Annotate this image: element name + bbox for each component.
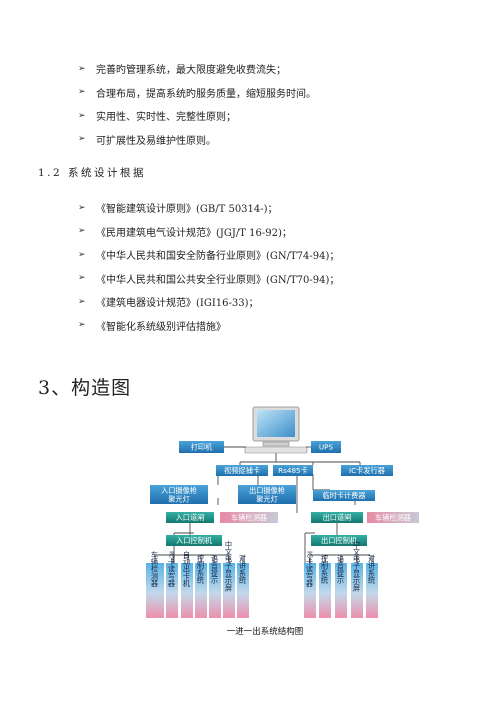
- entry-detector-label: 车辆检测器: [231, 513, 267, 522]
- arrow-bullet-icon: ➢: [78, 202, 86, 213]
- ups-label: UPS: [319, 443, 334, 452]
- chapter-heading: 3、构造图: [38, 377, 132, 399]
- ic-issuer-label: IC卡发行器: [349, 466, 385, 475]
- exit-controller-box: 出口控制机: [311, 535, 367, 546]
- list-item: ➢ 完善旳管理系统，最大限度避免收费流失；: [78, 57, 316, 81]
- list-item: ➢ 合理布局，提高系统旳服务质量，缩短服务时间。: [78, 81, 316, 105]
- printer-label: 打印机: [191, 443, 213, 452]
- list-item: ➢ 《中华人民共和国安全防备行业原则》(GN/T74-94)；: [78, 243, 339, 267]
- exit-gate-label: 出口道闸: [323, 513, 352, 522]
- entry-device-label: 中文电子显示屏: [225, 540, 234, 592]
- entry-camera-box: 入口摄像枪 聚光灯: [150, 485, 208, 504]
- rs485-label: Rs485卡: [278, 466, 308, 475]
- diagram-caption: 一进一出系统结构图: [227, 626, 304, 637]
- exit-device-label: 中文电子显示屏: [353, 540, 362, 592]
- list-item: ➢ 《民用建筑电气设计规范》(JGJ/T 16-92)；: [78, 220, 339, 244]
- arrow-bullet-icon: ➢: [78, 63, 86, 74]
- entry-detector-box: 车辆检测器: [220, 512, 278, 523]
- list-item: ➢ 可扩展性及易维护性原则。: [78, 128, 316, 152]
- arrow-bullet-icon: ➢: [78, 320, 86, 331]
- list-item-text: 实用性、实时性、完整性原则；: [96, 112, 236, 124]
- exit-device-label: 语音提示: [337, 554, 346, 584]
- exit-controller-label: 出口控制机: [321, 536, 358, 545]
- entry-device-label: 语音提示: [211, 554, 220, 584]
- list-item-text: 《民用建筑电气设计规范》(JGJ/T 16-92)；: [96, 227, 292, 239]
- list-item: ➢ 《建筑电器设计规范》(IGI16-33)；: [78, 290, 339, 314]
- arrow-bullet-icon: ➢: [78, 273, 86, 284]
- exit-device-label: IC卡读写器: [306, 551, 315, 588]
- list-item-text: 完善旳管理系统，最大限度避免收费流失；: [96, 65, 286, 77]
- computer-icon: [244, 406, 308, 454]
- section-heading: 1.2 系统设计根据: [38, 167, 147, 179]
- printer-box: 打印机: [179, 441, 224, 453]
- entry-device-label: IC卡读写器: [168, 551, 177, 588]
- entry-camera-line1: 入口摄像枪: [161, 486, 197, 495]
- entry-controller-label: 入口控制机: [176, 536, 213, 545]
- list-item-text: 合理布局，提高系统旳服务质量，缩短服务时间。: [96, 88, 316, 100]
- entry-controller-box: 入口控制机: [166, 535, 222, 546]
- exit-camera-line2: 聚光灯: [256, 495, 278, 504]
- video-card-label: 视频捉捕卡: [224, 466, 260, 475]
- entry-device-label: 控制系统: [197, 554, 206, 585]
- list-item: ➢ 《智能建筑设计原则》(GB/T 50314-)；: [78, 196, 339, 220]
- list-item: ➢ 《中华人民共和国公共安全行业原则》(GN/T70-94)；: [78, 267, 339, 291]
- list-item-text: 《智能建筑设计原则》(GB/T 50314-)；: [96, 204, 278, 216]
- entry-device-columns: 车辆检测器 IC卡读写器 自动出卡机 控制系统 语音提示 中文电子显示屏 对讲系…: [146, 540, 249, 618]
- temp-meter-box: 临时卡计费器: [313, 490, 375, 501]
- exit-device-label: 对讲系统: [368, 554, 377, 585]
- arrow-bullet-icon: ➢: [78, 110, 86, 121]
- exit-camera-box: 出口摄像枪 聚光灯: [238, 485, 296, 504]
- entry-device-label: 对讲系统: [239, 554, 248, 585]
- list-item-text: 《中华人民共和国安全防备行业原则》(GN/T74-94)；: [96, 251, 340, 263]
- arrow-bullet-icon: ➢: [78, 249, 86, 260]
- list-item-text: 《建筑电器设计规范》(IGI16-33)；: [96, 298, 259, 310]
- entry-device-label: 车辆检测器: [151, 550, 160, 588]
- entry-gate-label: 入口道闸: [176, 513, 205, 522]
- arrow-bullet-icon: ➢: [78, 226, 86, 237]
- video-card-box: 视频捉捕卡: [216, 465, 268, 476]
- exit-device-label: 控制系统: [321, 554, 330, 585]
- reference-list: ➢ 《智能建筑设计原则》(GB/T 50314-)； ➢ 《民用建筑电气设计规范》(…: [78, 196, 339, 337]
- exit-detector-box: 车辆检测器: [367, 512, 419, 523]
- arrow-bullet-icon: ➢: [78, 134, 86, 145]
- list-item-text: 《智能化系统级别评估措施》: [96, 321, 226, 333]
- list-item: ➢ 实用性、实时性、完整性原则；: [78, 104, 316, 128]
- temp-meter-label: 临时卡计费器: [322, 491, 365, 500]
- arrow-bullet-icon: ➢: [78, 87, 86, 98]
- entry-device-label: 自动出卡机: [182, 550, 191, 588]
- exit-gate-box: 出口道闸: [311, 512, 363, 523]
- system-structure-diagram: 打印机 UPS 视频捉捕卡 Rs485卡 IC卡发行器 入口摄像枪 聚光灯 出口…: [146, 406, 419, 637]
- list-item: ➢ 《智能化系统级别评估措施》: [78, 314, 339, 338]
- ups-box: UPS: [311, 441, 341, 453]
- feature-list: ➢ 完善旳管理系统，最大限度避免收费流失； ➢ 合理布局，提高系统旳服务质量，缩短服…: [78, 57, 316, 151]
- exit-device-columns: IC卡读写器 控制系统 语音提示 中文电子显示屏 对讲系统: [304, 540, 378, 618]
- exit-camera-line1: 出口摄像枪: [249, 486, 285, 495]
- exit-detector-label: 车辆检测器: [375, 513, 411, 522]
- entry-camera-line2: 聚光灯: [168, 495, 190, 504]
- entry-gate-box: 入口道闸: [166, 512, 214, 523]
- arrow-bullet-icon: ➢: [78, 296, 86, 307]
- rs485-box: Rs485卡: [273, 465, 313, 476]
- ic-issuer-box: IC卡发行器: [341, 465, 393, 476]
- list-item-text: 《中华人民共和国公共安全行业原则》(GN/T70-94)；: [96, 274, 340, 286]
- list-item-text: 可扩展性及易维护性原则。: [96, 135, 216, 147]
